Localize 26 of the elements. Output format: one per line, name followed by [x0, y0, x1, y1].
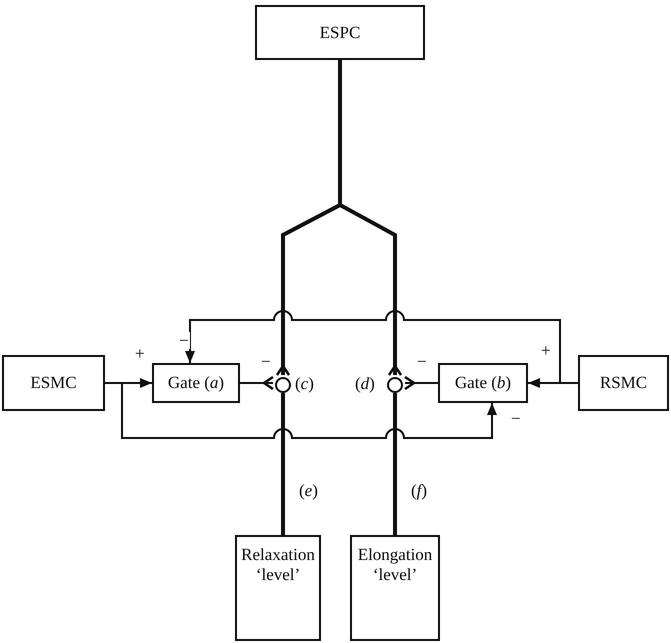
box-label: Elongation ‘level’ [356, 545, 434, 585]
edge-label: (f) [410, 482, 428, 499]
box-label: Gate (a) [168, 373, 224, 393]
block-box [438, 363, 528, 403]
node-caption: (c) [294, 375, 315, 392]
node-caption: (d) [354, 375, 376, 392]
arrow [338, 60, 402, 376]
box-label: Gate (b) [454, 373, 512, 393]
arrow [404, 376, 438, 390]
block-box [152, 363, 240, 403]
circle-node [387, 377, 403, 393]
block-box [2, 355, 105, 411]
block-box [235, 535, 321, 641]
block-box [578, 355, 669, 411]
edge-label: − [178, 332, 190, 349]
box-label: ESPC [320, 22, 360, 42]
circle-node [275, 377, 291, 393]
box-label: Relaxation ‘level’ [240, 545, 316, 585]
block-box [255, 5, 425, 60]
connector-line [393, 393, 397, 535]
connector-line [281, 393, 285, 535]
arrow [240, 376, 274, 390]
box-label: RSMC [600, 373, 648, 393]
block-box [350, 535, 440, 641]
box-label: ESMC [30, 373, 77, 393]
edge-label: (e) [298, 482, 319, 499]
